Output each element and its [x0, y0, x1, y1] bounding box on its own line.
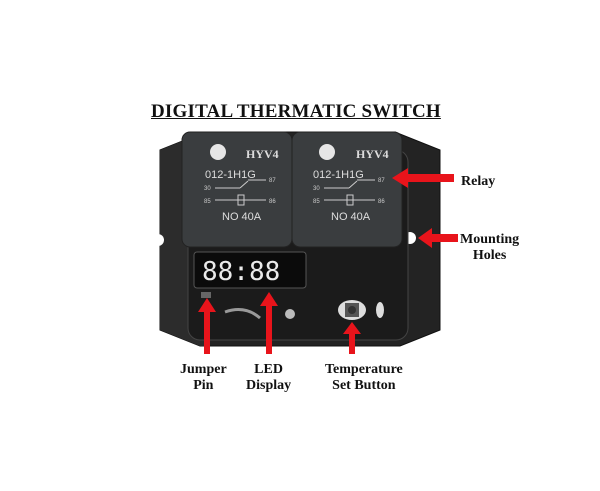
temperature-set-button-label: Temperature Set Button	[325, 362, 403, 394]
svg-text:30: 30	[204, 186, 211, 192]
jumper-label-line1: Jumper	[180, 362, 227, 377]
led-label-line2: Display	[246, 378, 292, 393]
jumper-pin-label: Jumper Pin	[180, 362, 227, 394]
svg-text:30: 30	[313, 186, 320, 192]
svg-text:85: 85	[204, 199, 211, 205]
svg-text:86: 86	[269, 199, 276, 205]
svg-text:HYV4: HYV4	[246, 147, 279, 161]
svg-text:NO 40A: NO 40A	[331, 211, 371, 223]
jumper-label-line2: Pin	[193, 378, 214, 393]
svg-text:HYV4: HYV4	[356, 147, 389, 161]
temp-label-line2: Set Button	[332, 378, 396, 393]
svg-text:012-1H1G: 012-1H1G	[205, 169, 256, 181]
svg-text:85: 85	[313, 199, 320, 205]
led-arrow-icon	[260, 292, 278, 354]
jumper-pin	[201, 292, 211, 298]
led-display: 88:88	[193, 251, 307, 289]
mounting-arrow-icon	[418, 228, 458, 248]
svg-text:88:88: 88:88	[202, 257, 280, 287]
mounting-hole-left	[152, 234, 164, 246]
diagram-title: DIGITAL THERMATIC SWITCH	[151, 101, 441, 122]
svg-text:NO 40A: NO 40A	[222, 211, 262, 223]
temp-button-arrow-icon	[343, 322, 361, 354]
temperature-set-button	[338, 300, 384, 320]
relay-left: HYV4 012-1H1G 30 87 85 86 NO 40A	[181, 131, 293, 248]
svg-text:87: 87	[378, 178, 385, 184]
led-display-label: LED Display	[246, 362, 291, 394]
mounting-holes-label: Mounting Holes	[460, 232, 519, 264]
mounting-label-line1: Mounting	[460, 232, 520, 247]
led-label-line1: LED	[254, 362, 283, 377]
relay-arrow-icon	[392, 168, 454, 188]
relay-label: Relay	[461, 174, 496, 189]
relay-right: HYV4 012-1H1G 30 87 85 86 NO 40A	[291, 131, 403, 248]
svg-text:86: 86	[378, 199, 385, 205]
thermatic-switch-device: HYV4 012-1H1G 30 87 85 86 NO 40A HYV4 01…	[152, 131, 441, 347]
svg-text:87: 87	[269, 178, 276, 184]
mounting-label-line2: Holes	[472, 248, 507, 263]
temp-label-line1: Temperature	[325, 362, 403, 377]
svg-text:012-1H1G: 012-1H1G	[313, 169, 364, 181]
jumper-arrow-icon	[198, 298, 216, 354]
